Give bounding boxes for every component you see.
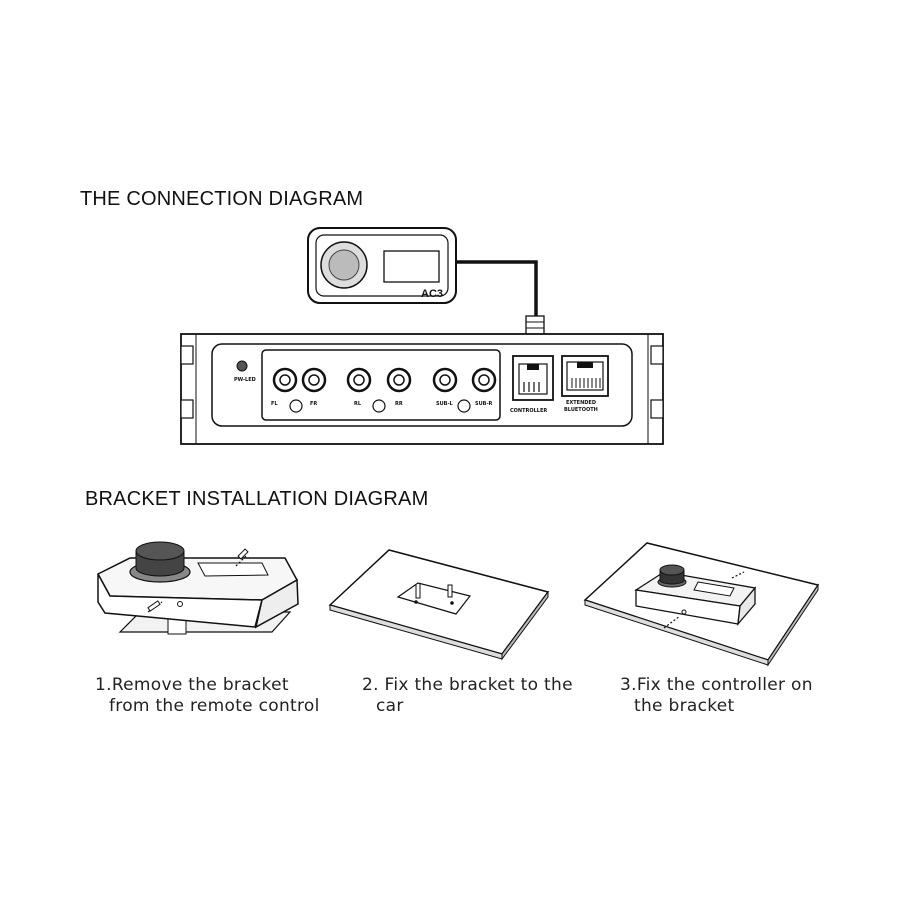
- step1-line2: from the remote control: [109, 696, 320, 716]
- bluetooth-port-label-line2: BLUETOOTH: [564, 407, 598, 413]
- step2-line1: 2. Fix the bracket to the: [362, 675, 573, 695]
- step3-caption: 3.Fix the controller on the bracket: [620, 675, 840, 717]
- rca-jack-fr: [301, 367, 327, 393]
- step1-illustration: [96, 541, 299, 635]
- gain-knob-icon: [289, 399, 303, 413]
- connection-diagram-title: THE CONNECTION DIAGRAM: [80, 188, 364, 210]
- display-screen: [383, 250, 440, 283]
- bluetooth-port: [561, 355, 609, 397]
- gain-knob-icon: [372, 399, 386, 413]
- rca-label-rl: RL: [354, 401, 362, 407]
- step2-line2: car: [376, 696, 404, 716]
- arrow-icon: [663, 615, 681, 629]
- controller-port-label: CONTROLLER: [510, 408, 547, 414]
- rca-jack-sub-r: [471, 367, 497, 393]
- rca-label-fr: FR: [310, 401, 317, 407]
- controller-label: AC3: [421, 288, 443, 300]
- step3-line2: the bracket: [634, 696, 735, 716]
- step2-illustration: [328, 549, 550, 661]
- step1-caption: 1.Remove the bracket from the remote con…: [95, 675, 345, 717]
- power-led-label: PW-LED: [234, 377, 256, 383]
- amplifier-panel: PW-LED FL FR: [180, 333, 664, 445]
- rca-label-fl: FL: [271, 401, 278, 407]
- bracket-diagram-title: BRACKET INSTALLATION DIAGRAM: [85, 488, 429, 510]
- rca-label-sub-r: SUB-R: [475, 401, 493, 407]
- step2-caption: 2. Fix the bracket to the car: [362, 675, 582, 717]
- step3-line1: 3.Fix the controller on: [620, 675, 813, 695]
- rca-jack-rl: [346, 367, 372, 393]
- rca-jack-rr: [386, 367, 412, 393]
- rca-jack-sub-l: [432, 367, 458, 393]
- rca-label-rr: RR: [395, 401, 403, 407]
- rca-label-sub-l: SUB-L: [436, 401, 454, 407]
- step1-line1: 1.Remove the bracket: [95, 675, 289, 695]
- controller-port: [512, 355, 554, 401]
- step3-illustration: [583, 542, 820, 667]
- ac3-controller: AC3: [307, 227, 457, 304]
- rca-jack-fl: [272, 367, 298, 393]
- screw-icon: [147, 600, 163, 613]
- gain-knob-icon: [457, 399, 471, 413]
- screw-icon: [235, 548, 249, 567]
- bluetooth-port-label-line1: EXTENDED: [566, 400, 596, 406]
- power-led-icon: [236, 360, 248, 372]
